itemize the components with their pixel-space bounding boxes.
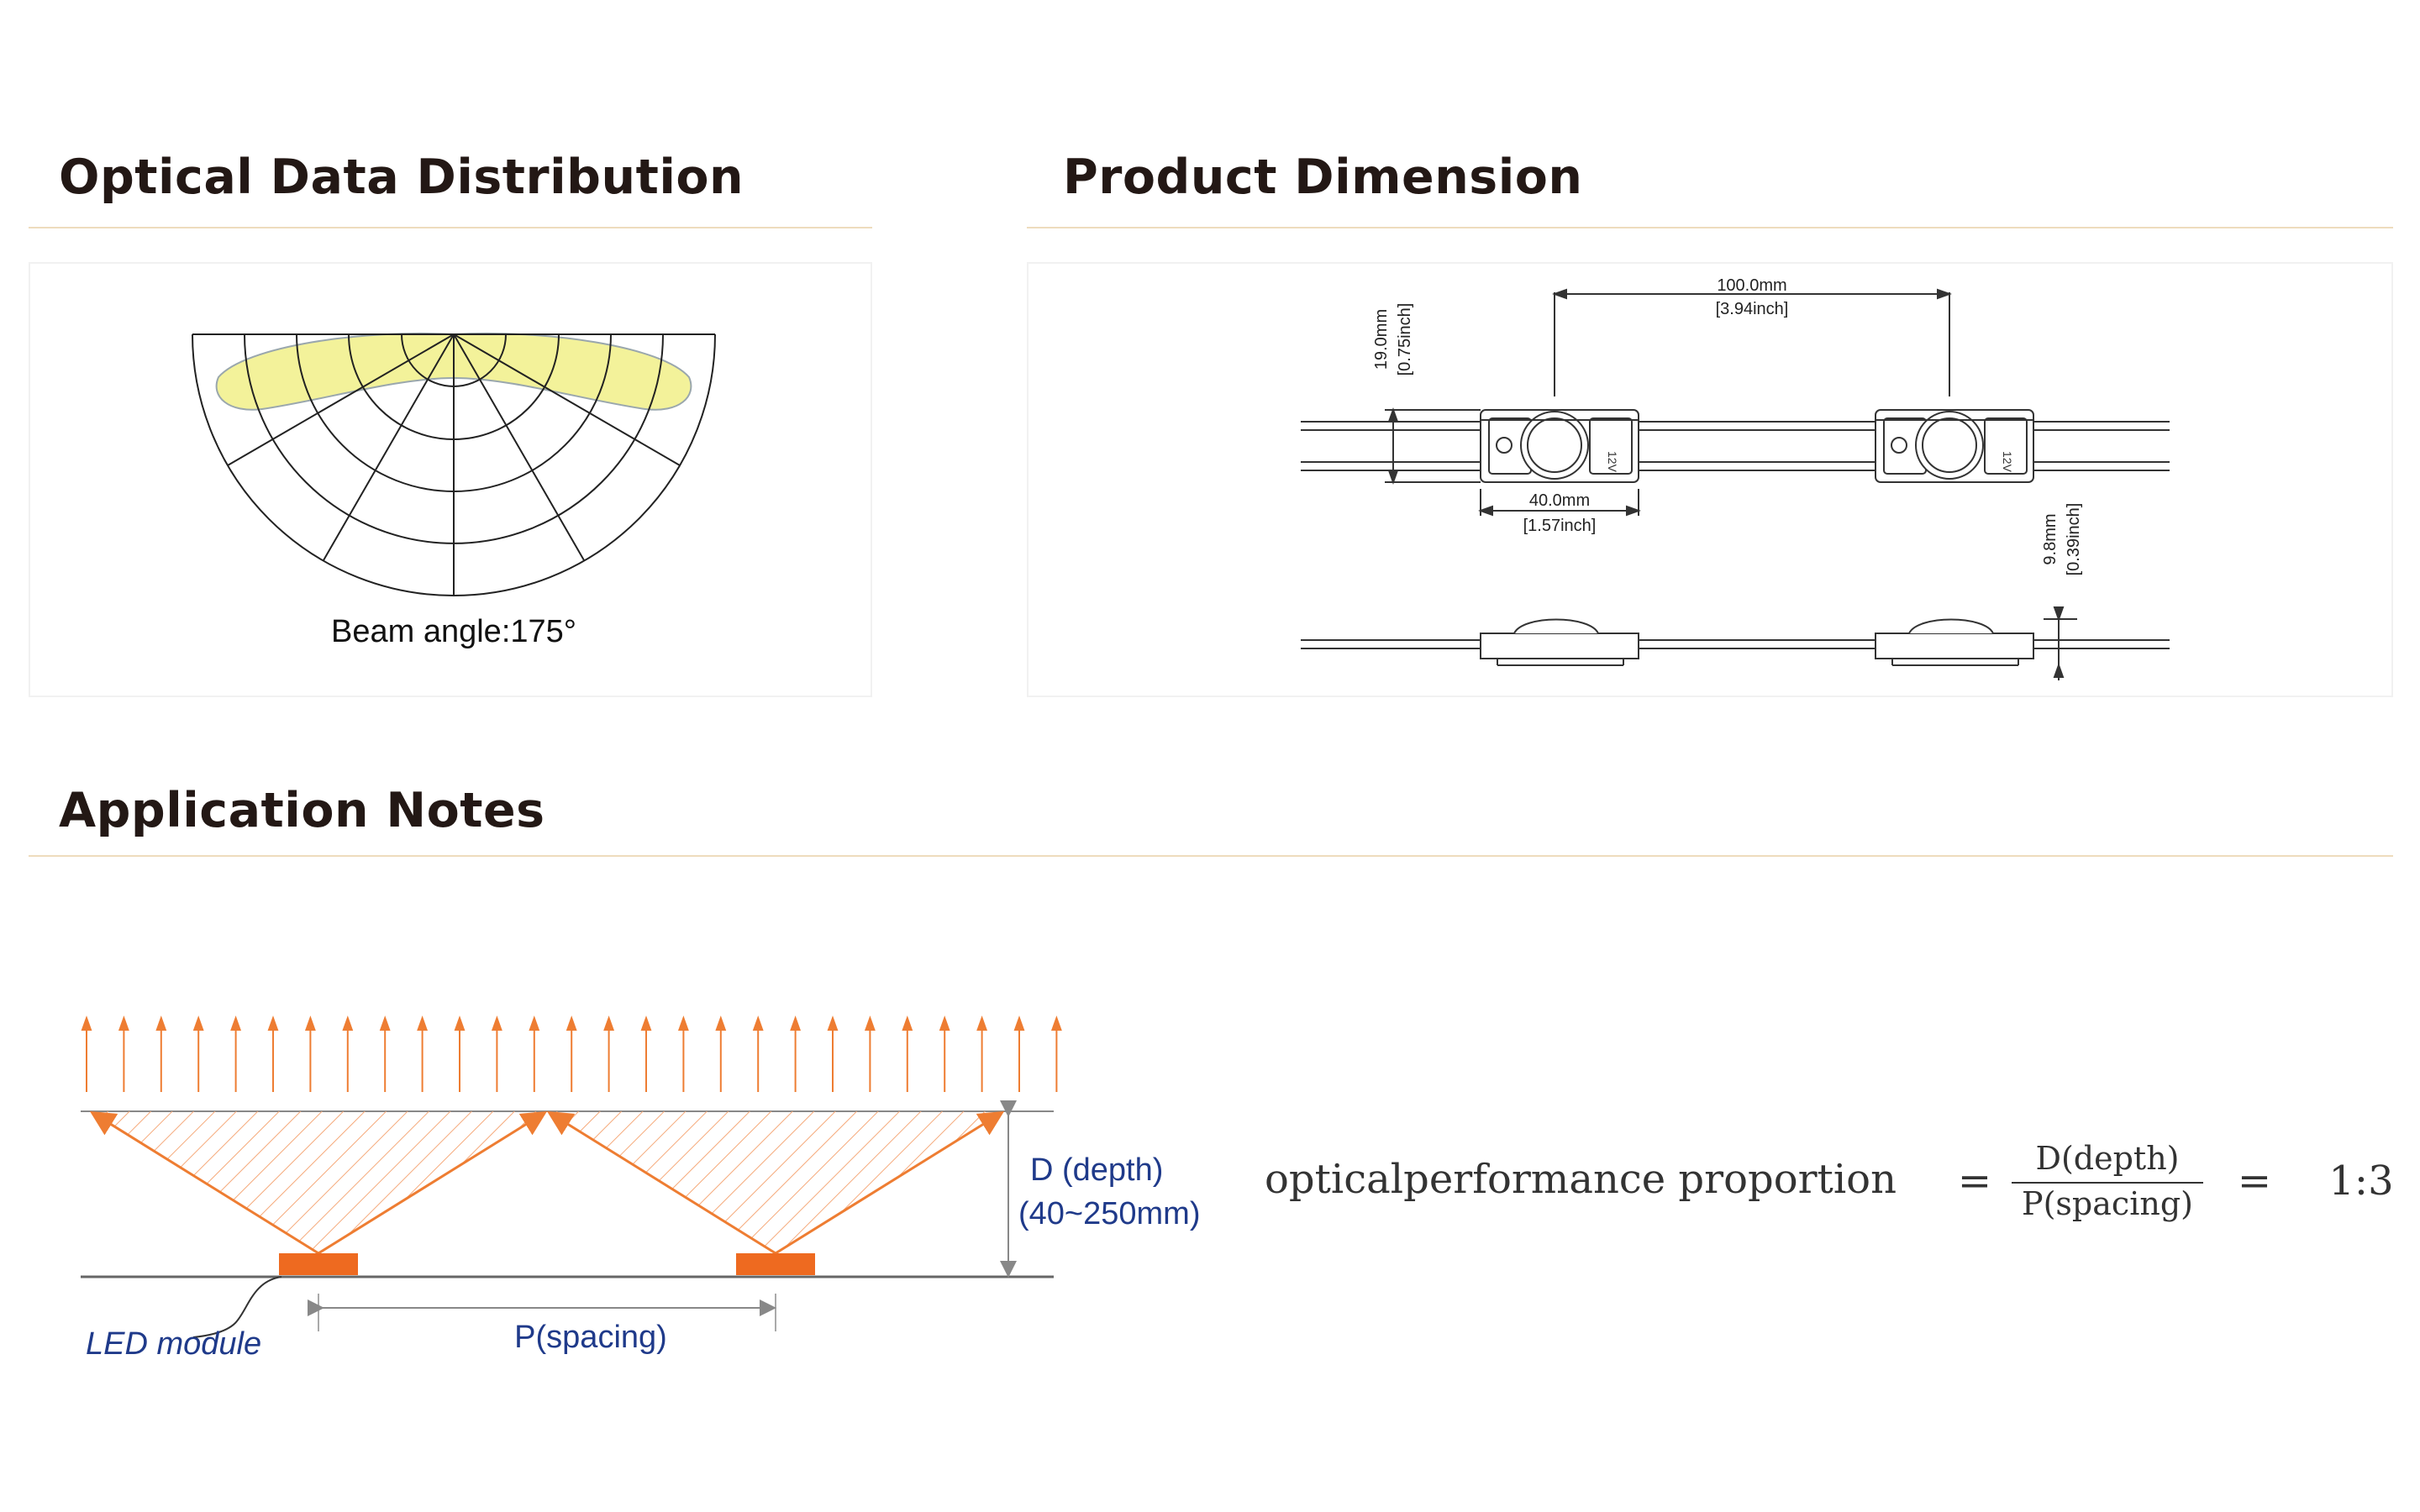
ray-1l xyxy=(89,1110,319,1255)
svg-text:12V: 12V xyxy=(2001,451,2014,473)
polar-radial-60r xyxy=(453,333,681,466)
emission-arrow-head xyxy=(304,1016,316,1031)
formula-equals-1: = xyxy=(1958,1158,1991,1205)
led-module-block-1 xyxy=(279,1253,358,1275)
formula-denominator: P(spacing) xyxy=(2022,1185,2193,1222)
emission-arrow-head xyxy=(827,1016,839,1031)
light-cone-1 xyxy=(92,1111,544,1253)
led-module-top-2: 12V xyxy=(1875,409,2034,483)
emission-arrow-head xyxy=(118,1016,129,1031)
emission-arrows xyxy=(81,1016,1062,1092)
formula-ratio: 1:3 xyxy=(2328,1158,2393,1205)
emission-arrow-head xyxy=(939,1016,950,1031)
width-mm-label: 19.0mm xyxy=(1372,309,1391,370)
svg-text:12V: 12V xyxy=(1606,451,1619,473)
emission-arrow-head xyxy=(454,1016,466,1031)
spacing-label: P(spacing) xyxy=(514,1320,667,1355)
led-module-top-1: 12V xyxy=(1480,409,1639,483)
emission-arrow-head xyxy=(342,1016,354,1031)
emission-arrow-head xyxy=(379,1016,391,1031)
depth-label: D (depth) xyxy=(1030,1152,1163,1188)
led-module-side-2 xyxy=(1875,618,2034,666)
emission-arrow-head xyxy=(715,1016,727,1031)
section-title-dimension: Product Dimension xyxy=(1063,150,1583,205)
emission-arrow-head xyxy=(790,1016,802,1031)
optical-distribution-panel: Beam angle:175° xyxy=(29,262,872,697)
emission-arrow-head xyxy=(677,1016,689,1031)
emission-arrow-head xyxy=(417,1016,429,1031)
spacing-mm-label: 100.0mm xyxy=(1717,276,1786,295)
emission-arrow-head xyxy=(640,1016,652,1031)
divider-optical xyxy=(29,227,872,228)
emission-arrow-head xyxy=(192,1016,204,1031)
emission-arrow-head xyxy=(529,1016,540,1031)
emission-arrow-head xyxy=(976,1016,988,1031)
depth-range-label: (40~250mm) xyxy=(1018,1196,1200,1231)
polar-radial-30r xyxy=(453,333,585,561)
polar-diagram: Beam angle:175° xyxy=(192,332,716,649)
light-cone-2 xyxy=(550,1111,1002,1253)
polar-radial-30l xyxy=(323,333,455,561)
ray-1r xyxy=(318,1110,548,1255)
ray-2r xyxy=(775,1110,1005,1255)
led-module-label: LED module xyxy=(86,1326,261,1362)
formula-label: opticalperformance proportion xyxy=(1265,1156,1897,1203)
emission-arrow-head xyxy=(81,1016,92,1031)
spacing-inch-label: [3.94inch] xyxy=(1716,300,1789,318)
emission-arrow-head xyxy=(1050,1016,1062,1031)
emission-arrow-head xyxy=(230,1016,242,1031)
emission-arrow-head xyxy=(752,1016,764,1031)
module-leader-line xyxy=(192,1276,282,1338)
emission-arrow-head xyxy=(267,1016,279,1031)
length-mm-label: 40.0mm xyxy=(1529,491,1590,510)
emission-arrow-head xyxy=(155,1016,167,1031)
section-title-application: Application Notes xyxy=(59,783,545,838)
product-dimension-panel: 12V 12V xyxy=(1027,262,2393,697)
polar-radial-60l xyxy=(227,333,455,466)
emission-arrow-head xyxy=(603,1016,615,1031)
width-inch-label: [0.75inch] xyxy=(1396,303,1414,376)
length-inch-label: [1.57inch] xyxy=(1523,517,1597,535)
divider-dimension xyxy=(1027,227,2393,228)
emission-arrow-head xyxy=(1013,1016,1025,1031)
formula-equals-2: = xyxy=(2238,1158,2271,1205)
ray-2l xyxy=(546,1110,776,1255)
section-title-optical: Optical Data Distribution xyxy=(59,150,744,205)
dimension-drawing: 12V 12V xyxy=(1301,276,2170,680)
proportion-formula: opticalperformance proportion = D(depth)… xyxy=(1265,1140,2394,1222)
emission-arrow-head xyxy=(566,1016,577,1031)
emission-arrow-head xyxy=(491,1016,502,1031)
height-mm-label: 9.8mm xyxy=(2041,513,2060,564)
emission-arrow-head xyxy=(864,1016,876,1031)
beam-angle-label: Beam angle:175° xyxy=(331,614,576,649)
led-module-block-2 xyxy=(736,1253,815,1275)
formula-numerator: D(depth) xyxy=(2036,1140,2180,1177)
emission-arrow-head xyxy=(902,1016,913,1031)
height-inch-label: [0.39inch] xyxy=(2065,503,2083,576)
divider-application xyxy=(29,855,2393,857)
led-module-side-1 xyxy=(1480,618,1639,666)
